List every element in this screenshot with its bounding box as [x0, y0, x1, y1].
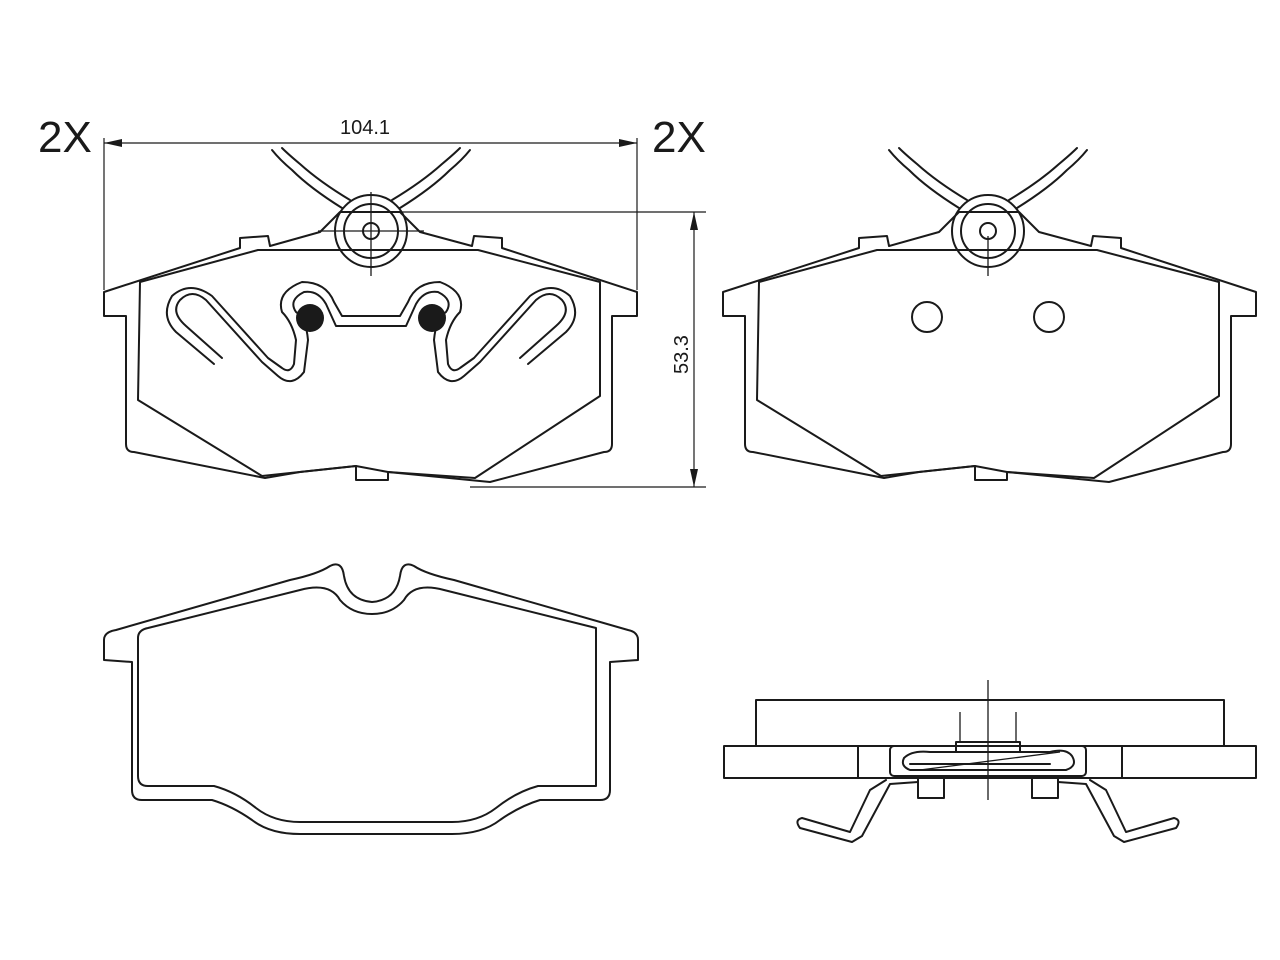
friction-layer-side — [755, 699, 1225, 747]
wear-indicator-pin-left — [296, 304, 324, 332]
pad-view-back — [103, 563, 639, 835]
clip-section-spring — [901, 749, 1075, 771]
pin-hole-right — [1033, 301, 1065, 333]
clip-arm-upper-right-outer — [399, 149, 471, 209]
height-dimension-value: 53.3 — [671, 335, 693, 374]
clip-arm-upper-left-inner — [898, 147, 968, 201]
clip-section-diagonal — [919, 751, 1061, 771]
width-arrow-left — [104, 139, 122, 147]
clip-arm-upper-right-inner — [391, 147, 461, 201]
quantity-label-right: 2X — [652, 113, 706, 162]
clip-arm-upper-left-outer — [888, 149, 960, 209]
height-arrow-top — [690, 212, 698, 230]
wear-indicator-pin-right — [418, 304, 446, 332]
pad-view-front-plain — [722, 147, 1257, 483]
height-arrow-bottom — [690, 469, 698, 487]
wire-spring-inner — [165, 281, 577, 372]
clip-section-outer — [889, 745, 1087, 777]
width-arrow-right — [619, 139, 637, 147]
backing-plate-outline — [722, 211, 1257, 483]
width-dimension-value: 104.1 — [340, 117, 390, 139]
clip-arm-upper-left-inner — [281, 147, 351, 201]
clip-section-rivet-head — [955, 741, 1021, 753]
friction-material-outline — [137, 249, 601, 479]
backing-plate-outline — [103, 563, 639, 835]
clip-foot-right — [1031, 777, 1059, 799]
clip-arm-upper-right-outer — [1016, 149, 1088, 209]
friction-material-outline — [756, 249, 1220, 479]
clip-leg-right — [1057, 779, 1180, 843]
pin-hole-left — [911, 301, 943, 333]
quantity-label-left: 2X — [38, 113, 92, 162]
pad-view-side — [723, 680, 1257, 843]
wire-spring-outer — [175, 290, 567, 383]
backing-plate-side — [723, 745, 1257, 779]
clip-leg-left — [796, 779, 919, 843]
backing-plate-inner-outline — [137, 586, 597, 823]
clip-arm-upper-right-inner — [1008, 147, 1078, 201]
dimension-annotations: 2X 2X 104.1 53.3 — [38, 113, 706, 488]
clip-arm-upper-left-outer — [271, 149, 343, 209]
pad-view-front-with-clip — [103, 147, 638, 483]
clip-foot-left — [917, 777, 945, 799]
backing-plate-outline — [103, 211, 638, 483]
